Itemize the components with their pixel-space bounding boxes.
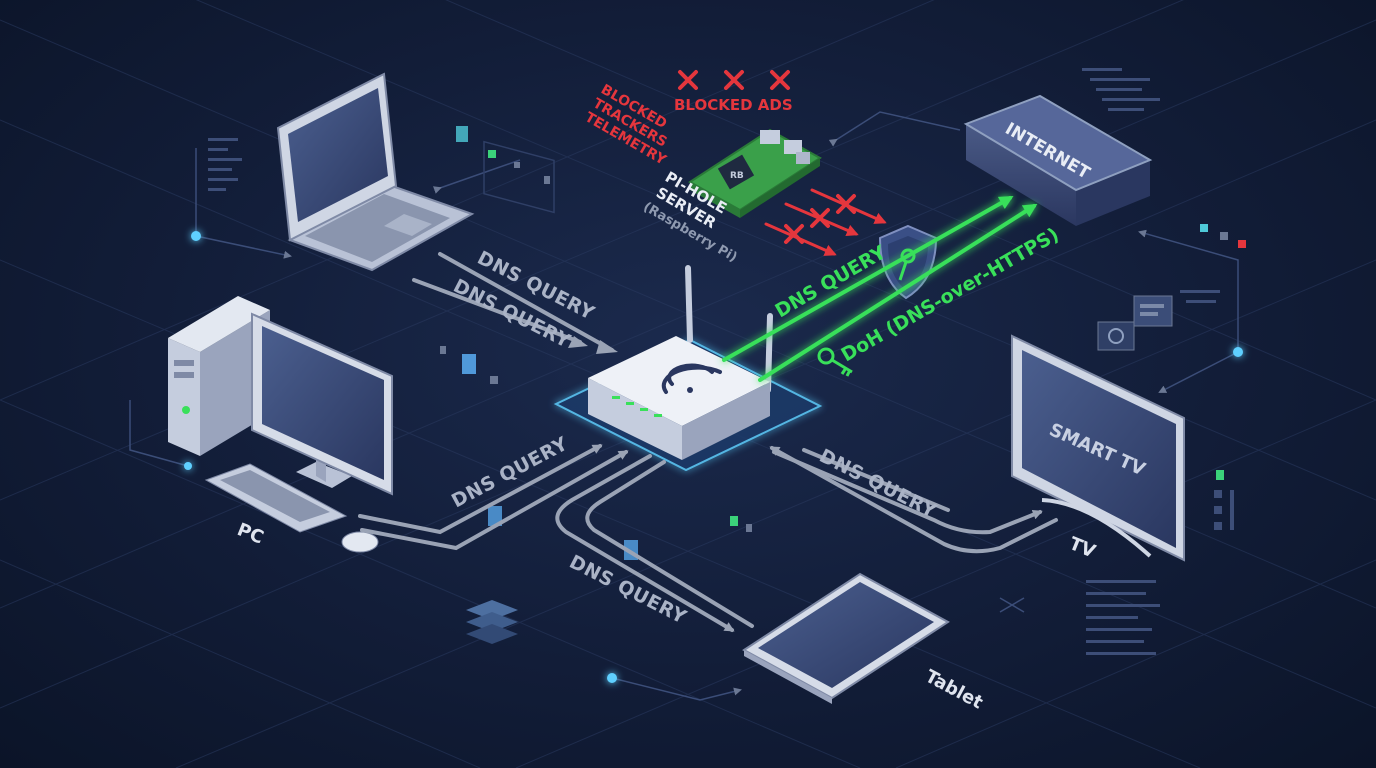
dns-query-label-tablet: DNS QUERY xyxy=(566,551,690,629)
keyboard-icon xyxy=(204,463,348,533)
laptop-icon xyxy=(276,72,475,272)
raspberry-pi-icon: RB xyxy=(688,128,822,218)
smart-tv-icon: SMART TV xyxy=(1011,334,1185,562)
floating-chips xyxy=(440,126,1246,644)
arrowheads xyxy=(568,336,618,354)
mouse-icon xyxy=(341,531,379,553)
dns-query-arrows xyxy=(358,252,1058,632)
blocked-x-icons xyxy=(678,70,856,244)
blocked-trackers-text: BLOCKEDTRACKERSTELEMETRY xyxy=(582,82,685,169)
pc-label: PC xyxy=(234,519,266,548)
glow-dots xyxy=(184,231,1243,683)
tv-label: TV xyxy=(1066,533,1098,562)
doh-arrows xyxy=(722,196,1038,382)
tablet-icon xyxy=(742,572,950,704)
blocked-ads-label: BLOCKED ADS xyxy=(674,96,793,114)
data-bars-decoration xyxy=(208,68,1234,655)
pi-chip-label: RB xyxy=(730,171,744,181)
circuit-lines xyxy=(129,111,1239,701)
pc-monitor-icon xyxy=(251,312,393,496)
router-icon xyxy=(588,265,773,460)
key-icon xyxy=(817,347,853,377)
blocked-trackers-label: BLOCKEDTRACKERSTELEMETRY xyxy=(582,82,685,169)
stack-icon xyxy=(466,600,518,644)
internet-box-icon: INTERNET xyxy=(963,94,1153,226)
